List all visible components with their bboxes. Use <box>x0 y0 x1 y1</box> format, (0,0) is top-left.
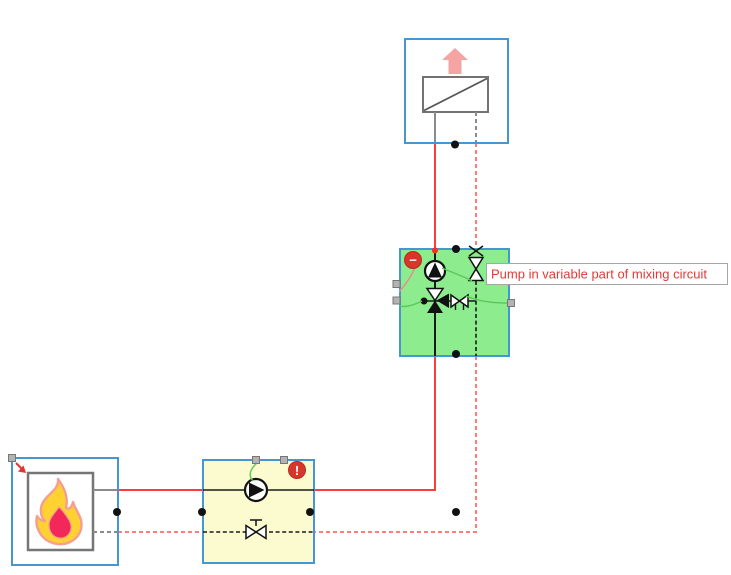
return-pipe-mixing-to-pump-circuit[interactable] <box>314 356 477 533</box>
exclamation-badge-glyph: ! <box>295 463 299 478</box>
annotation-connector <box>249 462 258 482</box>
connection-dot <box>113 508 121 516</box>
connection-dot <box>306 508 314 516</box>
mixing-circuit-component[interactable]: − <box>392 245 515 358</box>
pipe-endpoint-dot <box>432 247 438 254</box>
balancing-valve-icon <box>450 293 469 310</box>
pump-circuit-component[interactable]: ! <box>198 456 315 564</box>
annotation-connector <box>398 300 423 308</box>
annotation-connector <box>441 267 473 282</box>
supply-pipe-mixing-to-pump-circuit[interactable] <box>314 356 436 491</box>
pump-icon <box>243 477 269 503</box>
drag-arrow-icon <box>15 462 26 473</box>
flame-icon <box>35 477 83 546</box>
up-arrow-icon <box>442 48 468 74</box>
connection-dot <box>451 140 459 149</box>
connection-dot <box>452 350 460 358</box>
minus-badge[interactable]: − <box>404 251 422 269</box>
resize-handle[interactable] <box>252 456 260 464</box>
connection-dot <box>198 508 206 516</box>
heat-emitter-component[interactable] <box>404 38 509 149</box>
three-way-valve-icon <box>425 287 449 313</box>
boiler-component[interactable] <box>8 454 122 566</box>
resize-handle[interactable] <box>280 456 288 464</box>
junction-dot <box>420 297 428 305</box>
control-valve-icon <box>467 245 485 282</box>
tooltip: Pump in variable part of mixing circuit <box>486 263 728 285</box>
radiator-icon <box>422 76 489 113</box>
tooltip-box <box>486 263 728 285</box>
badge-connector <box>398 266 416 293</box>
pipes <box>118 143 477 533</box>
minus-badge-glyph: − <box>409 253 417 268</box>
resize-handle[interactable] <box>392 280 401 288</box>
resize-handle[interactable] <box>392 296 401 305</box>
gate-valve-icon <box>245 519 267 540</box>
resize-handle[interactable] <box>8 454 16 462</box>
connection-dot <box>452 245 460 253</box>
resize-handle[interactable] <box>507 299 515 307</box>
annotation-connector <box>465 295 508 304</box>
connection-dot <box>452 508 460 516</box>
exclamation-badge[interactable]: ! <box>288 461 306 479</box>
tooltip-text: Pump in variable part of mixing circuit <box>491 267 707 282</box>
pump-icon <box>423 259 447 283</box>
